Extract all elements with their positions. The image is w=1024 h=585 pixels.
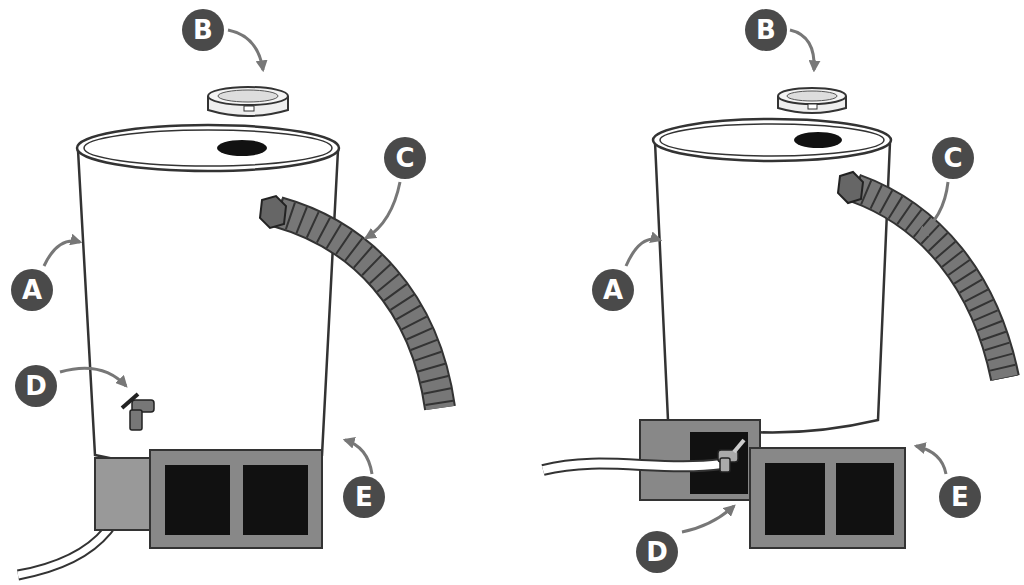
- overflow-hose: [260, 196, 440, 408]
- barrel-body: [655, 142, 890, 433]
- overflow-hose: [838, 172, 1005, 378]
- callout-letter: E: [343, 476, 385, 518]
- callout-letter: A: [11, 269, 53, 311]
- barrel-rim: [653, 119, 891, 161]
- spigot: [718, 440, 744, 472]
- callout-letter: C: [932, 137, 974, 179]
- spigot: [122, 394, 154, 430]
- screen-cap: [208, 87, 288, 116]
- callout-letter: C: [384, 137, 426, 179]
- callout-letter: D: [636, 531, 678, 573]
- callout-letter: A: [592, 269, 634, 311]
- callout-letter: D: [15, 365, 57, 407]
- callout-letter: B: [182, 9, 224, 51]
- callout-letter: E: [939, 476, 981, 518]
- inlet-hole: [794, 132, 842, 148]
- callout-letter: B: [745, 9, 787, 51]
- right-barrel: [543, 88, 1005, 548]
- inlet-hole: [217, 140, 267, 156]
- cinder-blocks: [640, 420, 905, 548]
- screen-cap: [778, 88, 846, 113]
- barrel-body: [78, 150, 338, 469]
- leader-arrows: [44, 30, 948, 532]
- left-barrel: [18, 87, 440, 575]
- garden-hose: [543, 464, 722, 470]
- cinder-blocks: [95, 450, 322, 548]
- barrel-rim: [77, 125, 339, 171]
